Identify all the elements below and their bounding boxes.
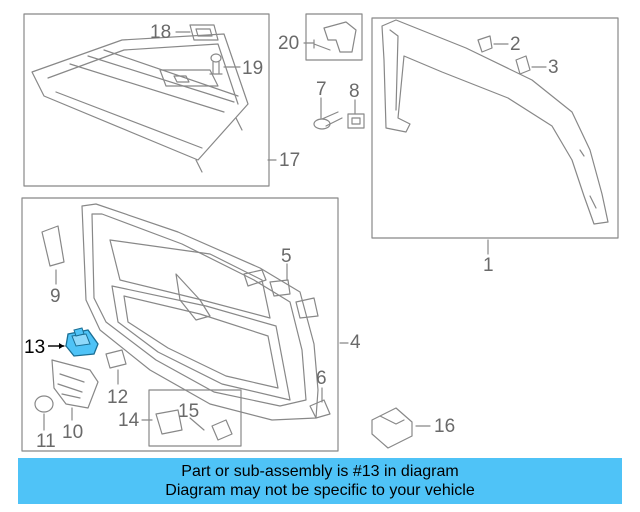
- callout-1: 1: [483, 255, 494, 276]
- frame-bracket: [305, 13, 363, 61]
- callout-9: 9: [50, 286, 61, 307]
- cargo-cover-part: [31, 33, 249, 173]
- part-18-clip: [189, 24, 219, 41]
- callout-17: 17: [279, 150, 301, 171]
- callout-13[interactable]: 13: [24, 337, 46, 358]
- part-6-clip: [309, 399, 331, 419]
- callout-12: 12: [107, 387, 129, 408]
- part-5-clip: [243, 269, 319, 319]
- info-banner: Part or sub-assembly is #13 in diagram D…: [18, 458, 622, 504]
- callout-16: 16: [434, 416, 456, 437]
- part-19-pushpin: [209, 53, 223, 75]
- part-15-bulb: [211, 419, 233, 441]
- callout-18: 18: [150, 22, 172, 43]
- callout-14: 14: [118, 410, 140, 431]
- part-13-highlighted[interactable]: [65, 327, 99, 357]
- part-12-clip: [105, 349, 127, 369]
- part-20-bracket: [313, 21, 357, 53]
- part-1-panel: [381, 19, 609, 225]
- part-2-clip: [477, 35, 493, 53]
- callout-7: 7: [316, 79, 327, 100]
- callout-11: 11: [36, 431, 56, 452]
- callout-3: 3: [548, 57, 559, 78]
- callout-15: 15: [178, 401, 200, 422]
- part-8-clip: [347, 113, 365, 129]
- part-10-pocket: [51, 359, 99, 409]
- frame-cargo-cover: [23, 13, 270, 187]
- banner-line-2: Diagram may not be specific to your vehi…: [165, 482, 475, 499]
- callout-10: 10: [62, 422, 84, 443]
- callout-6: 6: [316, 368, 327, 389]
- callout-8: 8: [349, 81, 360, 102]
- part-11-cap: [34, 395, 54, 413]
- part-14-lamp: [155, 409, 183, 435]
- part-16-lamp: [371, 407, 413, 449]
- frame-trim-panel: [371, 17, 619, 239]
- callout-20: 20: [278, 33, 300, 54]
- part-4-tailgate-panel: [81, 203, 319, 421]
- callout-5: 5: [281, 246, 292, 267]
- callout-2: 2: [510, 34, 521, 55]
- part-9-cover: [41, 225, 65, 267]
- part-7-screw: [313, 111, 343, 130]
- banner-line-1: Part or sub-assembly is #13 in diagram: [181, 463, 459, 480]
- leader-lines: [43, 31, 547, 431]
- frame-tailgate-trim: [21, 197, 339, 452]
- callout-19: 19: [242, 58, 264, 79]
- part-3-clip: [515, 55, 531, 75]
- callout-4: 4: [350, 332, 361, 353]
- frame-sub-14: [148, 389, 242, 447]
